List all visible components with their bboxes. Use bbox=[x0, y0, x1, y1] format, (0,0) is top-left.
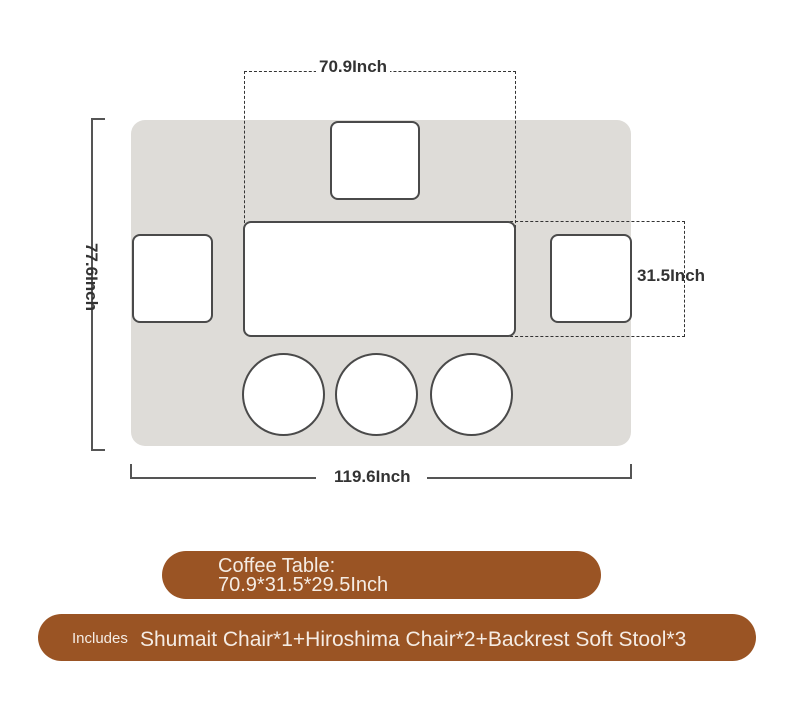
left-dimension-tick-top bbox=[91, 118, 105, 120]
stool-3 bbox=[430, 353, 513, 436]
coffee-table-banner bbox=[162, 551, 601, 599]
stool-1 bbox=[242, 353, 325, 436]
coffee-table-banner-text: Coffee Table: 70.9*31.5*29.5Inch bbox=[218, 555, 389, 596]
bottom-width-label: 119.6Inch bbox=[316, 467, 427, 487]
stool-2 bbox=[335, 353, 418, 436]
left-dimension-tick-bottom bbox=[91, 449, 105, 451]
top-width-label: 70.9Inch bbox=[316, 57, 391, 77]
left-chair bbox=[132, 234, 213, 323]
includes-prefix: Includes bbox=[72, 630, 128, 647]
left-dimension-line bbox=[91, 118, 93, 451]
includes-banner-text: Shumait Chair*1+Hiroshima Chair*2+Backre… bbox=[140, 628, 687, 651]
bottom-dimension-tick-left bbox=[130, 464, 132, 479]
coffee-table bbox=[243, 221, 516, 337]
right-depth-label: 31.5Inch bbox=[637, 266, 706, 285]
right-chair bbox=[550, 234, 632, 323]
left-height-label: 77.6Inch bbox=[82, 242, 102, 312]
includes-banner bbox=[38, 614, 756, 661]
bottom-dimension-tick-right bbox=[630, 464, 632, 479]
coffee-table-banner-line2: 70.9*31.5*29.5Inch bbox=[218, 574, 389, 596]
coffee-table-banner-line1: Coffee Table: bbox=[218, 555, 336, 577]
top-chair bbox=[330, 121, 420, 200]
